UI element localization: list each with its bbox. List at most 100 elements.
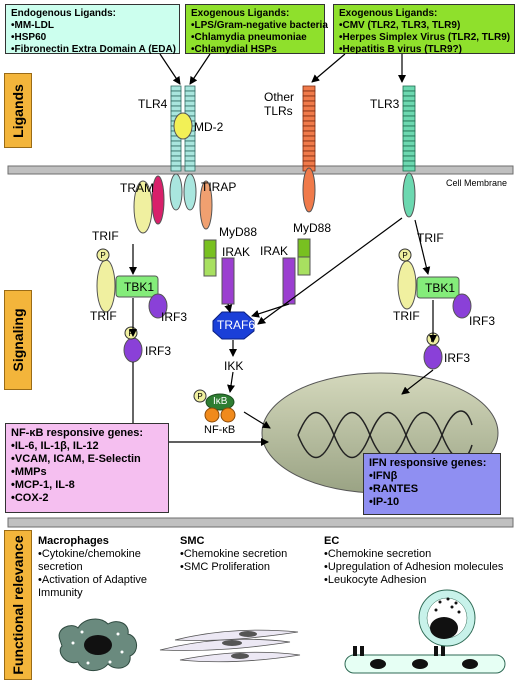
tlr3-segment bbox=[402, 150, 416, 157]
smc-title: SMC bbox=[180, 535, 205, 547]
tlr3-tir-domain bbox=[402, 172, 416, 218]
ifn-gene-item: •IFNβ bbox=[369, 470, 398, 482]
nfkb-gene-item: •COX-2 bbox=[11, 492, 49, 504]
traf6-label: TRAF6 bbox=[217, 318, 256, 332]
nfkb-label: NF-κB bbox=[204, 424, 236, 436]
tlr3-segment bbox=[402, 165, 416, 172]
phosphate-marker: P bbox=[124, 326, 138, 340]
ec-item: •Leukocyte Adhesion bbox=[324, 574, 427, 586]
trif-label: TRIF bbox=[393, 309, 420, 323]
tlr3-segment bbox=[402, 155, 416, 162]
svg-text:P: P bbox=[197, 392, 202, 401]
exogenous-item: •Herpes Simplex Virus (TLR2, TLR9) bbox=[339, 32, 511, 43]
irak-protein bbox=[282, 257, 296, 305]
tlr3-receptor bbox=[402, 85, 416, 172]
other-tlr-segment bbox=[302, 100, 316, 107]
other-tlrs-receptor bbox=[302, 85, 316, 172]
tlr3-segment bbox=[402, 90, 416, 97]
exogenous-item: •Hepatitis B virus (TLR9?) bbox=[339, 44, 462, 55]
nfkb-gene-item: •MCP-1, IL-8 bbox=[11, 479, 75, 491]
irak-label: IRAK bbox=[260, 244, 289, 258]
irf3-label: IRF3 bbox=[145, 344, 172, 358]
tlr4-segment bbox=[170, 95, 182, 102]
ec-illustration bbox=[344, 589, 506, 674]
other-tlr-segment bbox=[302, 90, 316, 97]
signal-arrow bbox=[257, 217, 403, 325]
tlr4-tir-domain bbox=[183, 173, 197, 211]
tlr4-segment bbox=[184, 155, 196, 162]
macrophages-title: Macrophages bbox=[38, 535, 109, 547]
ifn-genes-title: IFN responsive genes: bbox=[369, 457, 487, 469]
tlr3-segment bbox=[402, 160, 416, 167]
signal-arrow bbox=[224, 303, 233, 313]
endogenous-ligands-box: Endogenous Ligands: •MM-LDL •HSP60 •Fibr… bbox=[5, 4, 180, 55]
other-tlr-segment bbox=[302, 130, 316, 137]
tlr3-segment bbox=[402, 145, 416, 152]
irak-protein bbox=[221, 257, 235, 305]
exogenous-ligands-box-bacterial: Exogenous Ligands: •LPS/Gram-negative ba… bbox=[185, 4, 328, 55]
tlr4-segment bbox=[170, 85, 182, 92]
ligands-section-tab: Ligands bbox=[4, 73, 32, 148]
ec-item: •Chemokine secretion bbox=[324, 548, 432, 560]
svg-text:P: P bbox=[402, 251, 407, 260]
tlr3-label: TLR3 bbox=[370, 97, 400, 111]
tlr4-segment bbox=[184, 85, 196, 92]
irf3-protein bbox=[423, 344, 443, 370]
tlr3-segment bbox=[402, 85, 416, 92]
trif-label: TRIF bbox=[90, 309, 117, 323]
tlr4-segment bbox=[184, 165, 196, 172]
phosphate-marker: P bbox=[398, 248, 412, 262]
nfkb-responsive-genes-box: NF-κB responsive genes: •IL-6, IL-1β, IL… bbox=[5, 423, 169, 513]
other-tlr-segment bbox=[302, 110, 316, 117]
md2-protein bbox=[173, 112, 193, 140]
tbk1-protein bbox=[115, 275, 159, 298]
tlr3-segment bbox=[402, 120, 416, 127]
tlr4-segment bbox=[184, 140, 196, 147]
cell-membrane bbox=[7, 165, 514, 175]
traf6-protein bbox=[212, 311, 255, 340]
myd88-protein bbox=[297, 256, 311, 276]
exogenous-item: •LPS/Gram-negative bacteria bbox=[191, 20, 328, 31]
ifn-gene-item: •IP-10 bbox=[369, 496, 400, 508]
macrophage-illustration bbox=[58, 618, 137, 671]
tlr4-segment bbox=[170, 140, 182, 147]
trif-label: TRIF bbox=[417, 231, 444, 245]
nfkb-gene-item: •MMPs bbox=[11, 466, 47, 478]
other-tlr-segment bbox=[302, 115, 316, 122]
other-tlr-segment bbox=[302, 120, 316, 127]
dna-helix bbox=[297, 410, 473, 458]
phosphate-marker: P bbox=[96, 248, 110, 262]
endogenous-item: •MM-LDL bbox=[11, 20, 54, 31]
macrophages-item: secretion bbox=[38, 561, 83, 573]
trif-label: TRIF bbox=[92, 229, 119, 243]
macrophages-column: Macrophages •Cytokine/chemokine secretio… bbox=[38, 535, 147, 600]
tlr4-segment bbox=[170, 160, 182, 167]
tbk1-label: TBK1 bbox=[124, 280, 155, 294]
tlr4-segment bbox=[170, 155, 182, 162]
myd88-protein bbox=[203, 239, 217, 259]
smc-illustration bbox=[159, 629, 301, 663]
nfkb-gene-item: •IL-6, IL-1β, IL-12 bbox=[11, 440, 99, 452]
smc-column: SMC •Chemokine secretion •SMC Proliferat… bbox=[180, 535, 287, 574]
signal-arrow bbox=[414, 219, 431, 275]
tlr4-segment bbox=[184, 90, 196, 97]
exogenous-title: Exogenous Ligands: bbox=[191, 8, 290, 19]
tlr3-segment bbox=[402, 115, 416, 122]
irf3-label: IRF3 bbox=[469, 314, 496, 328]
exogenous-title: Exogenous Ligands: bbox=[339, 8, 438, 19]
tlr4-segment bbox=[184, 95, 196, 102]
tlr3-segment bbox=[402, 125, 416, 132]
tlr4-segment bbox=[184, 105, 196, 112]
other-tlr-segment bbox=[302, 145, 316, 152]
md2-label: MD-2 bbox=[194, 120, 224, 134]
exogenous-item: •CMV (TLR2, TLR3, TLR9) bbox=[339, 20, 461, 31]
trif-protein bbox=[397, 260, 417, 310]
irf3-label: IRF3 bbox=[161, 310, 188, 324]
tlr3-segment bbox=[402, 130, 416, 137]
other-tlr-segment bbox=[302, 105, 316, 112]
nfkb-genes-title: NF-κB responsive genes: bbox=[11, 427, 144, 439]
myd88-label: MyD88 bbox=[293, 221, 332, 235]
exogenous-ligands-box-viral: Exogenous Ligands: •CMV (TLR2, TLR3, TLR… bbox=[333, 4, 515, 55]
tlr3-segment bbox=[402, 140, 416, 147]
